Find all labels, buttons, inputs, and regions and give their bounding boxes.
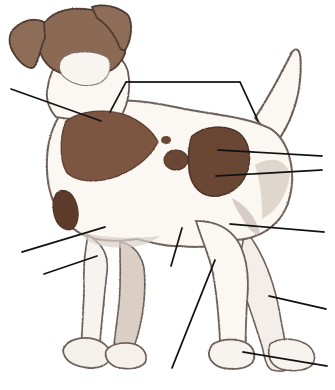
left-ear <box>10 20 45 68</box>
hind-paw-back <box>269 339 315 371</box>
back-spot <box>161 136 171 144</box>
middle-paw <box>106 343 147 369</box>
small-body-spot <box>164 150 188 170</box>
front-paw <box>63 338 110 368</box>
hind-paw-front <box>209 340 254 369</box>
